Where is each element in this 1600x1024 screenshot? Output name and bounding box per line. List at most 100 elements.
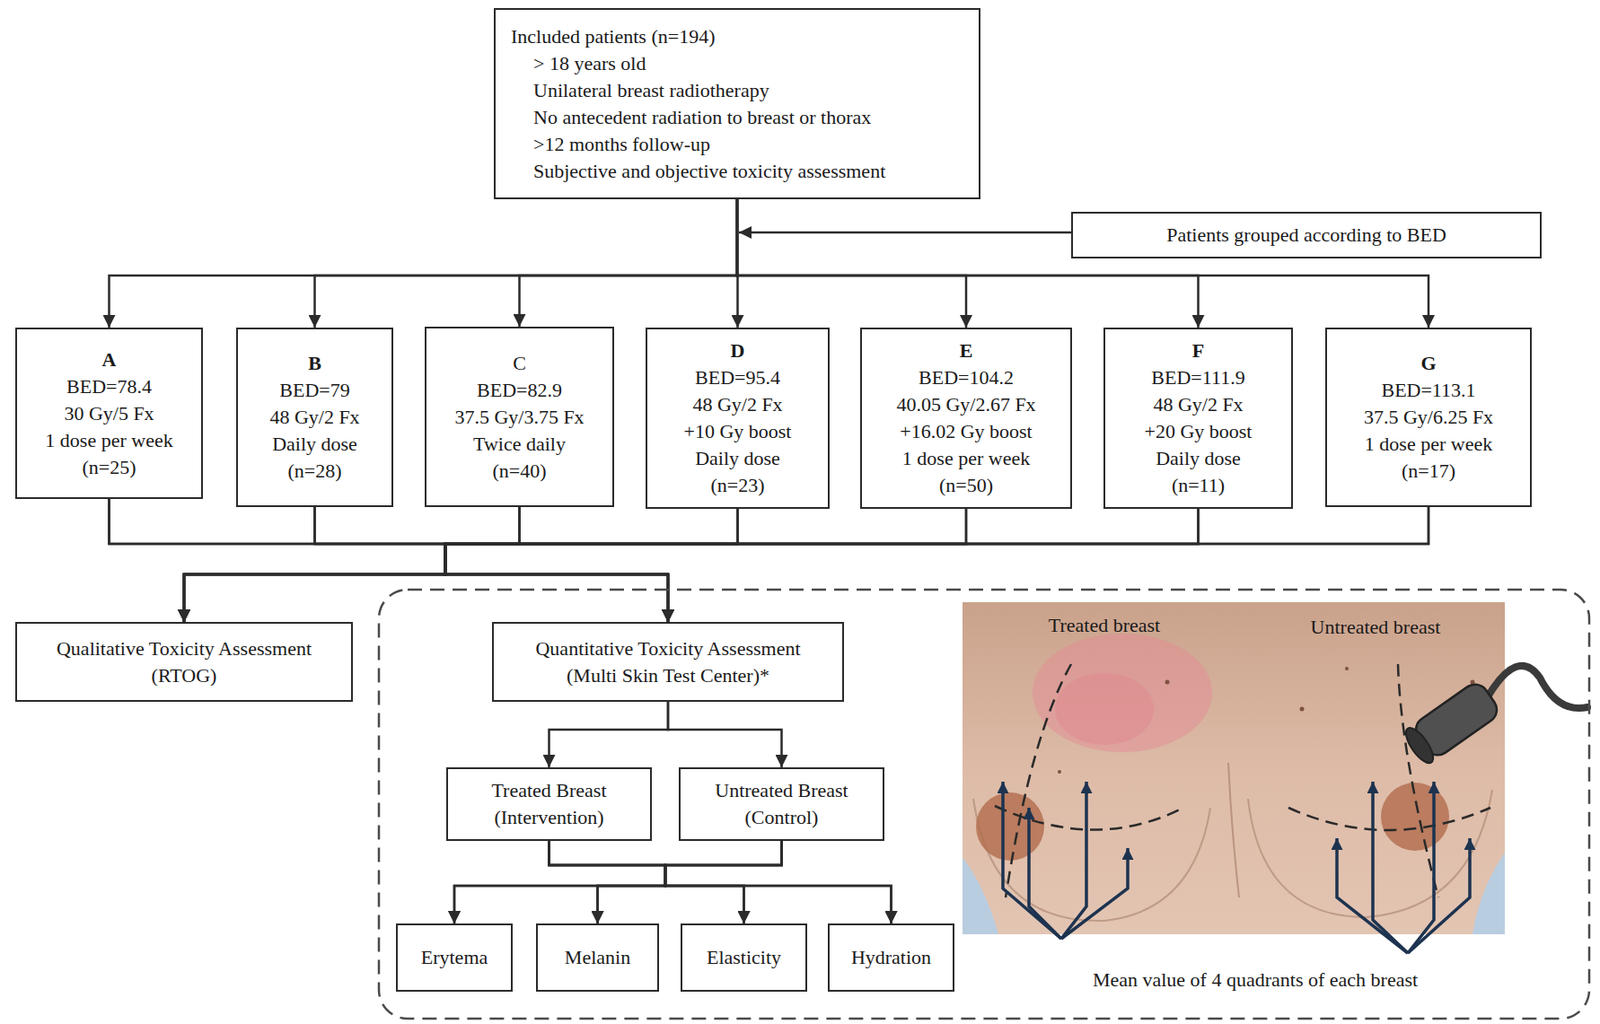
node-text: 48 Gy/2 Fx [1152, 391, 1243, 419]
connector [315, 507, 669, 623]
connector [454, 841, 666, 924]
measure-box: Hydration [827, 923, 955, 993]
quadrant-divider [1005, 664, 1072, 898]
group-box: ABED=78.430 Gy/5 Fx1 dose per week(n=25) [15, 327, 203, 500]
node-text: BED=104.2 [918, 364, 1014, 392]
skin-mark [1165, 680, 1170, 686]
node-text: Unilateral breast radiotherapy [533, 77, 770, 105]
group-box: GBED=113.137.5 Gy/6.25 Fx1 dose per week… [1325, 327, 1532, 508]
group-letter: B [307, 350, 322, 378]
measure-box: Elasticity [680, 923, 808, 993]
node-text: > 18 years old [533, 50, 646, 78]
quadrant-arrow [1407, 782, 1434, 954]
cleavage-line [1228, 763, 1240, 898]
node-text: (n=11) [1171, 472, 1225, 500]
quadrant-arrow [1061, 848, 1128, 940]
quadrant-arrow [1028, 808, 1062, 940]
grouping-arrow [738, 231, 1072, 235]
node-text: (n=28) [287, 457, 342, 485]
connector [109, 499, 447, 623]
node-text: Qualitative Toxicity Assessment (RTOG) [31, 635, 337, 690]
breast-contour [1248, 790, 1493, 918]
group-letter: E [959, 337, 974, 365]
grouping-box: Patients grouped according to BED [1071, 211, 1542, 259]
node-text: Daily dose [272, 430, 358, 458]
group-letter: G [1420, 350, 1436, 378]
connector [549, 841, 892, 924]
connector [445, 509, 967, 623]
node-text: Melanin [564, 944, 631, 972]
node-text: 1 dose per week [1364, 430, 1493, 458]
measure-box: Erytema [395, 923, 513, 993]
group-box: DBED=95.448 Gy/2 Fx+10 Gy boostDaily dos… [645, 327, 830, 510]
group-box: EBED=104.240.05 Gy/2.67 Fx+16.02 Gy boos… [860, 327, 1073, 510]
node-text: +10 Gy boost [684, 418, 792, 446]
quadrant-arrow [1061, 782, 1087, 940]
node-text: 30 Gy/5 Fx [63, 400, 154, 428]
node-text: No antecedent radiation to breast or tho… [533, 104, 871, 132]
node-text: 48 Gy/2 Fx [269, 404, 360, 431]
connector [445, 509, 739, 623]
connector [668, 702, 783, 768]
connector [315, 199, 739, 328]
group-box: CBED=82.937.5 Gy/3.75 FxTwice daily(n=40… [424, 326, 615, 508]
group-letter: D [730, 337, 746, 365]
connector [109, 499, 669, 623]
node-text: Daily dose [694, 445, 781, 473]
connector [549, 841, 745, 924]
group-box: FBED=111.948 Gy/2 Fx+20 Gy boostDaily do… [1103, 327, 1293, 510]
connector [184, 509, 967, 623]
connector [109, 199, 739, 328]
node-text: Treated Breast (Intervention) [459, 777, 640, 832]
group-letter: A [102, 346, 117, 374]
skin-mark [1345, 667, 1349, 671]
connector [454, 841, 783, 924]
node-text: Subjective and objective toxicity assess… [533, 158, 886, 185]
node-text: 40.05 Gy/2.67 Fx [896, 391, 1036, 419]
quadrant-arrow [1407, 838, 1470, 954]
photo-content [962, 602, 1505, 935]
connector [519, 199, 739, 327]
measure-box: Melanin [536, 923, 660, 993]
quadrant-divider [994, 806, 1184, 831]
node-text: BED=79 [279, 377, 350, 405]
quadrant-arrow [1372, 782, 1408, 954]
node-text: BED=95.4 [694, 364, 781, 392]
node-text: +20 Gy boost [1144, 418, 1253, 446]
node-text: BED=113.1 [1380, 377, 1476, 405]
node-text: Patients grouped according to BED [1166, 221, 1447, 249]
group-box: BBED=7948 Gy/2 FxDaily dose(n=28) [236, 327, 394, 508]
connector [184, 507, 520, 623]
connector [549, 841, 667, 924]
node-text: Elasticity [706, 944, 782, 972]
node-text: (n=23) [710, 472, 765, 500]
node-text: (n=17) [1401, 457, 1456, 485]
probe-cable [1486, 666, 1588, 709]
areola [975, 792, 1045, 862]
gown [962, 857, 999, 935]
connector [549, 702, 669, 768]
node-text: (n=50) [939, 472, 994, 500]
skin-probe [1400, 679, 1502, 768]
group-letter: C [512, 350, 527, 378]
connector [665, 841, 783, 924]
inclusion-box: Included patients (n=194)> 18 years oldU… [493, 8, 981, 200]
skin-mark [1300, 707, 1305, 713]
node-text: Included patients (n=194) [510, 23, 715, 51]
node-text: 1 dose per week [44, 427, 173, 455]
skin-mark [1057, 770, 1062, 774]
group-letter: F [1192, 337, 1205, 365]
node-text: 1 dose per week [902, 445, 1030, 473]
radiation-erythema [1032, 633, 1213, 753]
connector [737, 199, 967, 328]
node-text: Erytema [421, 944, 489, 972]
node-text: (n=25) [81, 454, 136, 482]
radiation-erythema [1054, 673, 1154, 746]
skin-ground [962, 602, 1505, 935]
quadrant-arrow [1002, 782, 1062, 940]
node-text: +16.02 Gy boost [899, 418, 1032, 446]
gown [1472, 852, 1505, 935]
connector [445, 507, 669, 623]
photo-label: Untreated breast [1310, 614, 1442, 642]
